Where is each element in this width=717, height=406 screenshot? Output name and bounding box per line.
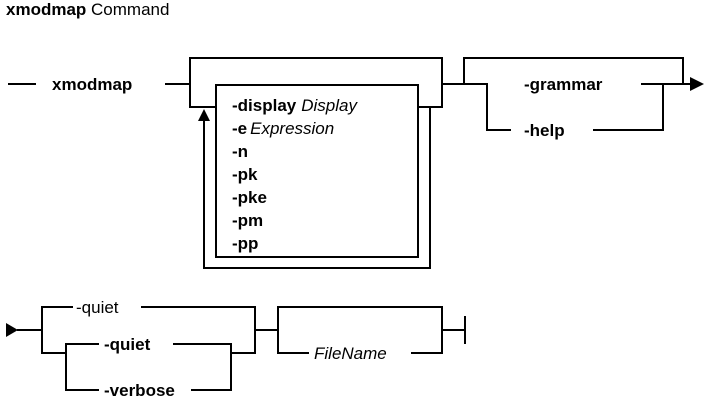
command-name: xmodmap — [52, 75, 132, 94]
row-one-lines — [8, 57, 691, 269]
title-command: xmodmap — [6, 0, 87, 19]
option-quiet: -quiet — [104, 335, 151, 354]
file-name-argument: FileName — [314, 344, 387, 363]
continue-arrow-icon — [690, 77, 704, 91]
option-argument: Display — [301, 96, 358, 115]
option-pk: -pk — [232, 165, 258, 184]
title-suffix: Command — [91, 0, 170, 19]
option-n: -n — [232, 142, 248, 161]
option-pm: -pm — [232, 211, 263, 230]
option-verbose: -verbose — [104, 381, 175, 400]
repeat-arrow-icon — [198, 109, 210, 121]
continue-from-arrow-icon — [6, 323, 18, 337]
option-argument: Expression — [250, 119, 334, 138]
option-grammar: -grammar — [524, 75, 603, 94]
option-pp: -pp — [232, 234, 258, 253]
option-quiet-default: -quiet — [76, 298, 119, 317]
option-flag: -e — [232, 119, 247, 138]
row-two-lines — [17, 306, 466, 391]
option-pke: -pke — [232, 188, 267, 207]
option-flag: -display — [232, 96, 297, 115]
diagram-title: xmodmap Command — [6, 0, 169, 20]
option-help: -help — [524, 121, 565, 140]
